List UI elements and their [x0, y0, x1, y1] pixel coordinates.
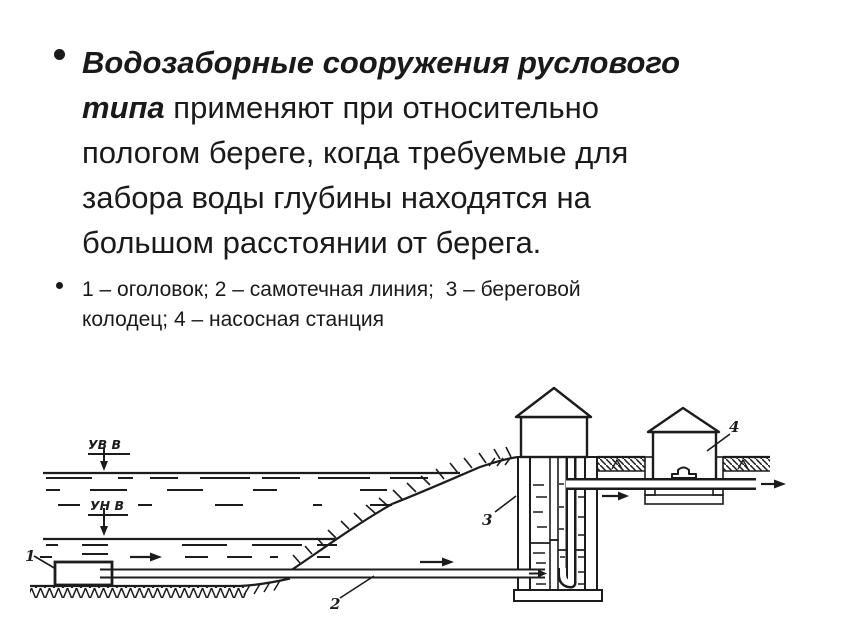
- leader-line: [706, 433, 731, 452]
- high-water-marker: УВ В: [88, 437, 130, 471]
- well-house: [514, 386, 593, 459]
- pit-bottom: [644, 494, 724, 505]
- well-partition: [549, 456, 559, 541]
- leader-line: [339, 575, 375, 599]
- bullet-main-line: большом расстоянии от берега.: [82, 225, 542, 260]
- flow-arrow-icon: [442, 557, 454, 567]
- level-mark: [88, 508, 128, 527]
- leader-line: [33, 555, 57, 570]
- bullet-dot: [54, 49, 65, 60]
- flow-arrow-icon: [618, 491, 629, 501]
- intake-head: [53, 560, 114, 587]
- legend-line: 1 – оголовок; 2 – самотечная линия; 3 – …: [82, 278, 581, 301]
- flow-arrow-icon: [150, 552, 162, 562]
- suction-pipe: [557, 458, 577, 589]
- pump: [671, 466, 697, 479]
- pump-house: [646, 406, 721, 479]
- bullet-dot: [56, 282, 63, 289]
- down-arrow-icon: [100, 461, 108, 471]
- ground-hatching: [723, 457, 770, 471]
- flow-arrow-icon: [774, 479, 786, 489]
- ground-surface: [597, 455, 770, 472]
- label-shore-well: 3: [482, 511, 492, 529]
- slide-text: Водозаборные сооружения руслового типа п…: [54, 40, 794, 335]
- bottom-hatching: [30, 587, 246, 598]
- bullet-main-line: типа применяют при относительно: [82, 90, 600, 125]
- intake-screen: [549, 539, 559, 591]
- bullet-legend: 1 – оголовок; 2 – самотечная линия; 3 – …: [54, 275, 794, 335]
- bullet-main-line: пологом береге, когда требуемые для: [82, 135, 629, 170]
- bottom-hatching: [243, 580, 281, 596]
- bullet-main-line: забора воды глубины находятся на: [82, 180, 591, 215]
- down-arrow-icon: [100, 526, 108, 536]
- bank-slope: [289, 446, 519, 572]
- low-water-label: УН В: [90, 498, 124, 513]
- ground-hatching: [611, 458, 623, 470]
- label-pump-station: 4: [729, 418, 739, 436]
- ground-hatching: [488, 456, 512, 467]
- flow-arrows: [130, 479, 786, 567]
- ground-hatching: [597, 457, 645, 471]
- ground-hatching: [737, 458, 749, 470]
- slope-hatching: [292, 446, 512, 564]
- well-bottom: [513, 589, 603, 602]
- high-water-label: УВ В: [88, 437, 121, 452]
- label-intake-head: 1: [25, 547, 35, 565]
- gravity-line-pipe: [100, 568, 547, 579]
- level-mark: [88, 447, 130, 463]
- pump-house-roof: [646, 406, 721, 434]
- low-water-marker: УН В: [88, 498, 128, 536]
- river-bottom: [30, 577, 291, 598]
- label-gravity-line: 2: [329, 595, 340, 613]
- leader-line: [494, 495, 517, 513]
- part-labels: 1 2 3 4: [25, 418, 739, 613]
- bullet-main-line: Водозаборные сооружения руслового: [82, 45, 681, 80]
- well-house-roof: [514, 386, 593, 419]
- well-house-body: [519, 415, 589, 459]
- flow-arrow-icon: [538, 569, 547, 578]
- water-intake-diagram: УВ В УН В: [25, 386, 786, 613]
- bullet-main: Водозаборные сооружения руслового типа п…: [54, 40, 794, 265]
- well-right-wall: [584, 456, 598, 591]
- legend-line: колодец; 4 – насосная станция: [82, 308, 384, 331]
